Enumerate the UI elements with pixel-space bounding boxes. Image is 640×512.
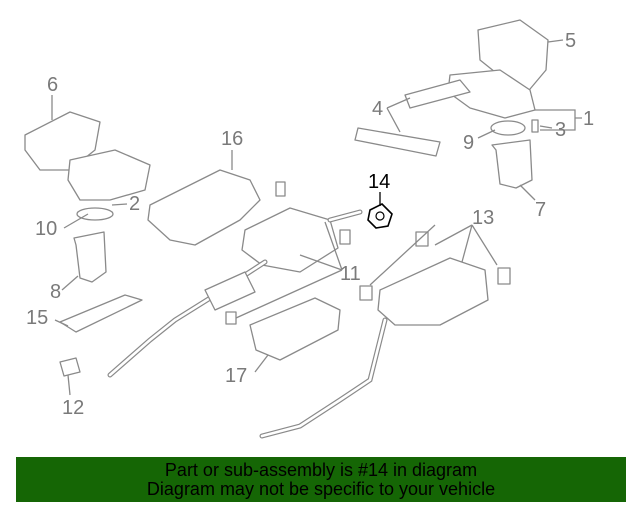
callout-16: 16: [221, 128, 243, 150]
part-11-catalyst[interactable]: [204, 271, 256, 311]
callout-1: 1: [583, 108, 594, 130]
callout-7: 7: [535, 199, 546, 221]
callout-9: 9: [463, 132, 474, 154]
part-9-gasket[interactable]: [490, 120, 526, 136]
part-15-heat-shield[interactable]: [59, 294, 143, 333]
part-4-manifold-gasket-upper[interactable]: [404, 79, 471, 109]
part-12-gasket[interactable]: [59, 357, 81, 377]
callout-12: 12: [62, 397, 84, 419]
callout-8: 8: [50, 281, 61, 303]
callout-10: 10: [35, 218, 57, 240]
banner-line-1: Part or sub-assembly is #14 in diagram: [164, 460, 478, 480]
part-3-stud[interactable]: [531, 119, 539, 133]
part-13-rear-muffler[interactable]: [377, 257, 489, 326]
banner-line-2: Diagram may not be specific to your vehi…: [146, 479, 496, 499]
part-11-hanger[interactable]: [225, 311, 237, 325]
callout-4: 4: [372, 98, 383, 120]
part-5-heat-shield[interactable]: [477, 19, 549, 96]
callout-2: 2: [129, 193, 140, 215]
part-13-hanger[interactable]: [497, 267, 511, 285]
callout-5: 5: [565, 30, 576, 52]
callout-14: 14: [368, 171, 390, 193]
part-16-heat-shield[interactable]: [147, 169, 261, 246]
callout-17: 17: [225, 365, 247, 387]
callout-11: 11: [340, 263, 361, 285]
leader-lines: [51, 39, 582, 396]
part-8-catalytic-converter[interactable]: [73, 231, 107, 283]
part-13-hanger[interactable]: [415, 231, 429, 247]
part-7-catalytic-converter[interactable]: [491, 139, 533, 189]
part-10-gasket[interactable]: [76, 207, 114, 221]
part-11-hanger[interactable]: [275, 181, 286, 197]
part-2-exhaust-manifold[interactable]: [67, 149, 151, 201]
callout-15: 15: [26, 307, 48, 329]
part-17-heat-shield[interactable]: [249, 297, 341, 361]
callout-3: 3: [555, 119, 566, 141]
part-4-manifold-gasket-lower[interactable]: [354, 127, 441, 157]
part-11-hanger[interactable]: [339, 229, 351, 245]
part-11-center-muffler[interactable]: [241, 207, 339, 273]
info-banner: Part or sub-assembly is #14 in diagram D…: [16, 457, 626, 502]
callout-13: 13: [472, 207, 494, 229]
callout-6: 6: [47, 74, 58, 96]
part-13-hanger[interactable]: [359, 285, 373, 301]
